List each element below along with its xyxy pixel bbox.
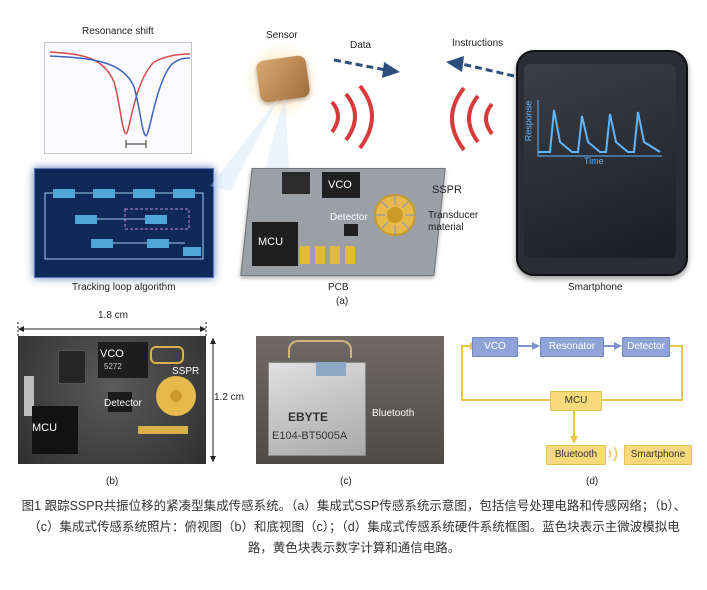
- pcb-detector-chip: [344, 224, 358, 236]
- response-axis-label: Response: [523, 100, 534, 142]
- sspr-label: SSPR: [432, 184, 462, 196]
- pcb-mcu-label: MCU: [258, 236, 284, 248]
- tracking-loop-diagram: [34, 168, 214, 278]
- pcb-sspr: [374, 194, 416, 236]
- bluetooth-block: Bluetooth: [546, 445, 606, 465]
- smartphone-label: Smartphone: [568, 282, 623, 293]
- photo-detector-label: Detector: [104, 398, 142, 409]
- vco-block: VCO: [472, 337, 518, 357]
- resonance-shift-plot: [44, 42, 192, 154]
- panel-d-tag: (d): [586, 476, 599, 487]
- data-label: Data: [350, 40, 372, 51]
- pcb-photo-bottom: [256, 336, 444, 464]
- smartphone-block: Smartphone: [624, 445, 692, 465]
- photo-mcu-label: MCU: [32, 422, 58, 434]
- panel-b-tag: (b): [106, 476, 119, 487]
- panel-a-tag: (a): [336, 296, 349, 307]
- height-dimension-label: 1.2 cm: [214, 392, 245, 403]
- response-plot: [537, 100, 662, 157]
- module-model: E104-BT5005A: [272, 430, 348, 442]
- pcb-chip-top: [282, 172, 310, 194]
- ebyte-brand: EBYTE: [288, 410, 329, 424]
- bluetooth-photo-label: Bluetooth: [372, 408, 415, 419]
- photo-vco-label: VCO: [100, 348, 124, 360]
- mcu-block: MCU: [550, 391, 602, 411]
- tracking-loop-label: Tracking loop algorithm: [72, 282, 176, 293]
- pcb-mcu-block: [252, 222, 298, 266]
- resonator-block: Resonator: [540, 337, 604, 357]
- sensor-label: Sensor: [266, 30, 298, 41]
- pcb-vco-label: VCO: [328, 179, 352, 191]
- width-dimension: [17, 322, 207, 336]
- data-arrow: [333, 58, 400, 78]
- signal-waves-left: [330, 84, 374, 150]
- transducer-label: Transducer material: [428, 210, 479, 233]
- width-dimension-label: 1.8 cm: [98, 310, 129, 321]
- resonance-shift-label: Resonance shift: [82, 26, 154, 37]
- height-dimension: [210, 338, 216, 462]
- instructions-label: Instructions: [452, 38, 504, 49]
- pcb-photo-top: [18, 336, 206, 464]
- pcb-vco-block: [322, 172, 360, 198]
- smartphone-screen: [524, 64, 676, 258]
- photo-chip-text: 5272: [104, 362, 122, 371]
- signal-waves-right: [450, 86, 494, 152]
- panel-c-tag: (c): [340, 476, 352, 487]
- light-beams: [210, 96, 290, 191]
- instructions-arrow: [446, 56, 515, 78]
- pcb-label: PCB: [328, 282, 349, 293]
- figure-caption: 图1 跟踪SSPR共振位移的紧凑型集成传感系统。（a）集成式SSP传感系统示意图…: [21, 499, 687, 555]
- pcb-pads: [300, 246, 360, 264]
- pcb-detector-label: Detector: [330, 212, 368, 223]
- detector-block: Detector: [622, 337, 670, 357]
- photo-sspr-label: SSPR: [172, 366, 200, 377]
- time-axis-label: Time: [584, 156, 604, 166]
